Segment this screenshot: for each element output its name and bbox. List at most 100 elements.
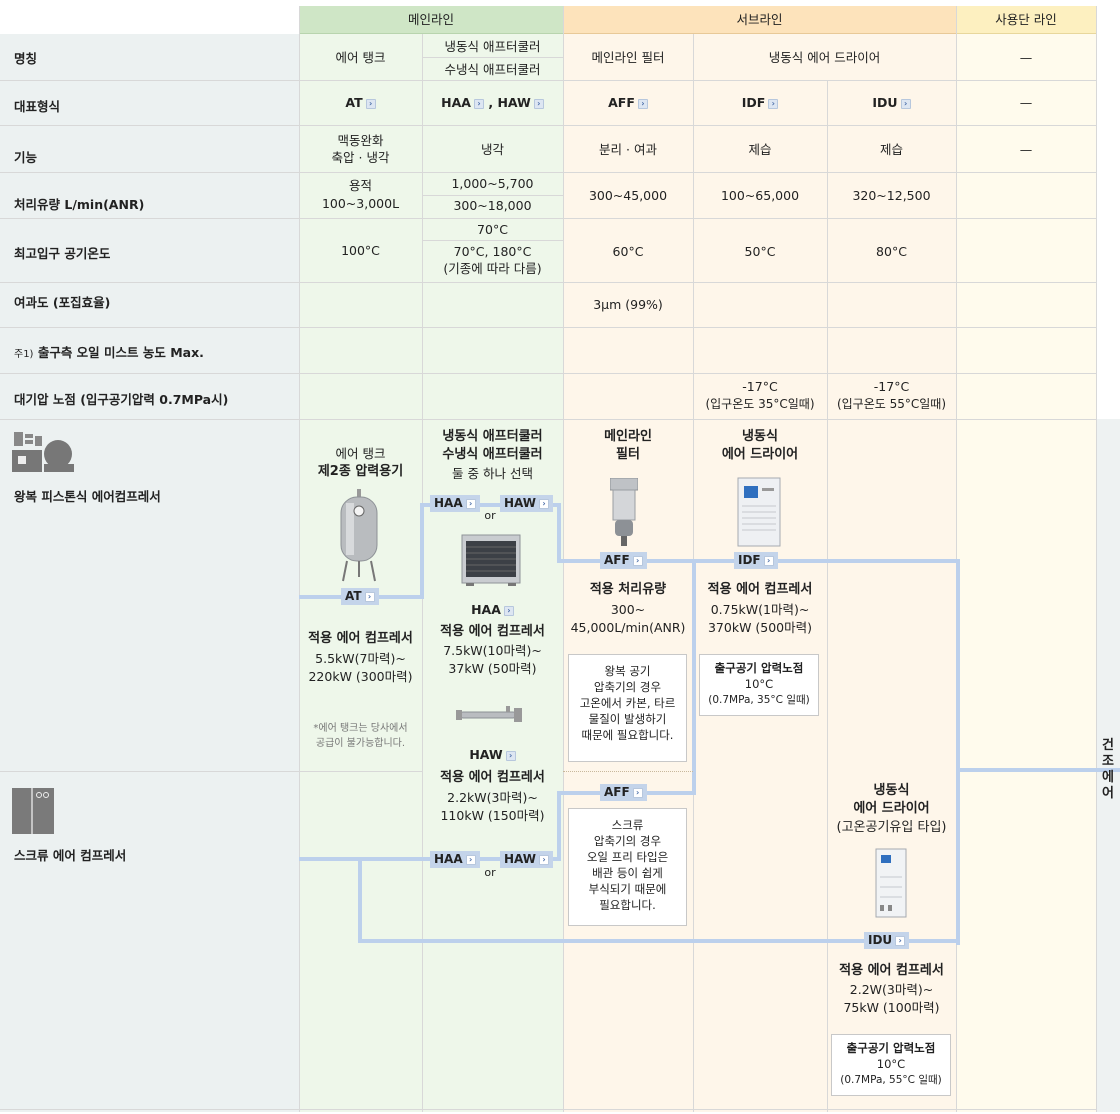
model-at-link[interactable]: AT› <box>299 94 422 111</box>
flow-idu: 320~12,500 <box>852 188 931 203</box>
haa-app-1: 7.5kW(10마력)~ <box>443 643 542 658</box>
haa-tag-top[interactable]: HAA› <box>430 495 480 512</box>
idf-note: 출구공기 압력노점 10°C (0.7MPa, 35°C 일때) <box>699 654 819 716</box>
aff-app-title: 적용 처리유량 <box>589 582 667 597</box>
tank-footnote-1: *에어 탱크는 당사에서 <box>313 723 408 734</box>
row-label-model: 대표형식 <box>14 99 61 114</box>
chevron-right-icon: › <box>900 99 911 109</box>
row-label-temp: 최고입구 공기온도 <box>14 246 111 261</box>
function-idf: 제습 <box>748 142 772 157</box>
chevron-right-icon: › <box>632 788 643 798</box>
row-label-function: 기능 <box>14 150 38 165</box>
idu-dryer-image <box>872 847 910 919</box>
model-enduse: — <box>1019 95 1033 110</box>
haa-cooler-image <box>460 531 522 587</box>
cooler-title-3: 둘 중 하나 선택 <box>452 466 533 481</box>
main-line-filter-image <box>609 477 639 546</box>
aff-app-2: 45,000L/min(ANR) <box>570 620 686 635</box>
idf-tag[interactable]: IDF› <box>734 552 778 569</box>
model-idu-link[interactable]: IDU› <box>827 94 956 111</box>
idu-title-3: (고온공기유입 타입) <box>836 820 947 835</box>
chevron-right-icon: › <box>473 99 484 109</box>
idf-app-title: 적용 에어 컴프레서 <box>707 582 813 597</box>
chevron-right-icon: › <box>505 751 516 761</box>
idu-title-2: 에어 드라이어 <box>853 801 930 816</box>
row-label-oil: 주1) 출구측 오일 미스트 농도 Max. <box>14 345 204 360</box>
function-tank-2: 축압 · 냉각 <box>331 150 390 165</box>
piston-compressor-label: 왕복 피스톤식 에어컴프레서 <box>14 489 161 504</box>
temp-tank: 100°C <box>341 243 380 258</box>
cooler-title-2: 수냉식 애프터쿨러 <box>442 447 543 462</box>
flow-tank-1: 용적 <box>348 178 372 193</box>
dew-idf-2: (입구온도 35°C일때) <box>705 397 815 411</box>
haa-label[interactable]: HAA› <box>422 601 563 618</box>
sub-header <box>563 6 956 34</box>
chevron-right-icon: › <box>637 99 648 109</box>
dew-idu-1: -17°C <box>873 379 910 394</box>
screw-note: 스크류 압축기의 경우 오일 프리 타입은 배관 등이 쉽게 부식되기 때문에 … <box>568 808 687 926</box>
label-column-bg <box>0 34 299 1112</box>
haa-app-title: 적용 에어 컴프레서 <box>440 624 545 639</box>
flow-idf: 100~65,000 <box>720 188 800 203</box>
idu-app-title: 적용 에어 컴프레서 <box>839 963 944 978</box>
tank-footnote-2: 공급이 불가능합니다. <box>315 738 406 749</box>
chevron-right-icon: › <box>533 99 544 109</box>
dryer-title-2: 에어 드라이어 <box>721 447 799 462</box>
tank-title-2: 제2종 압력용기 <box>317 464 404 479</box>
aff-tag-top[interactable]: AFF› <box>600 552 647 569</box>
chevron-right-icon: › <box>503 606 514 616</box>
flow-tank-2: 100~3,000L <box>321 196 400 211</box>
row-label-flow: 처리유량 L/min(ANR) <box>14 197 145 212</box>
aff-note: 왕복 공기 압축기의 경우 고온에서 카본, 타르 물질이 발생하기 때문에 필… <box>568 654 687 762</box>
main-header <box>299 6 563 34</box>
haw-app-title: 적용 에어 컴프레서 <box>440 770 545 785</box>
tank-app-title: 적용 에어 컴프레서 <box>308 631 413 646</box>
dryer-title-1: 냉동식 <box>742 429 778 444</box>
filter-title-2: 필터 <box>616 447 640 462</box>
chevron-right-icon: › <box>539 499 550 509</box>
temp-haw-1: 70°C, 180°C <box>453 244 532 259</box>
chevron-right-icon: › <box>465 855 476 865</box>
idu-title-1: 냉동식 <box>873 783 910 798</box>
screw-compressor-label: 스크류 에어 컴프레서 <box>14 848 127 863</box>
flow-haa: 1,000~5,700 <box>451 176 534 191</box>
chevron-right-icon: › <box>895 936 906 946</box>
haw-app-2: 110kW (150마력) <box>440 808 545 823</box>
temp-idf: 50°C <box>744 244 776 259</box>
haw-tag-bottom[interactable]: HAW› <box>500 851 554 868</box>
filtration-aff: 3μm (99%) <box>593 297 663 312</box>
temp-idu: 80°C <box>876 244 907 259</box>
temp-aff: 60°C <box>612 244 644 259</box>
or-top: or <box>484 509 496 522</box>
tank-app-1: 5.5kW(7마력)~ <box>315 651 406 666</box>
tank-title-1: 에어 탱크 <box>335 446 386 461</box>
flow-aff: 300~45,000 <box>588 188 668 203</box>
filter-title-1: 메인라인 <box>604 429 652 444</box>
header-sub-label: 서브라인 <box>736 12 783 27</box>
function-cooler: 냉각 <box>480 142 504 157</box>
temp-haa: 70°C <box>477 222 508 237</box>
function-idu: 제습 <box>879 142 903 157</box>
haw-label[interactable]: HAW› <box>422 746 563 763</box>
or-bottom: or <box>484 866 496 879</box>
idf-dryer-image <box>736 476 782 548</box>
chevron-right-icon: › <box>465 499 476 509</box>
temp-haw-2: (기종에 따라 다름) <box>443 261 542 276</box>
at-tag[interactable]: AT› <box>341 588 379 605</box>
aff-tag-bottom[interactable]: AFF› <box>600 784 647 801</box>
chevron-right-icon: › <box>632 556 643 566</box>
row-label-dew: 대기압 노점 (입구공기압력 0.7MPa시) <box>14 392 229 407</box>
haw-tag-top[interactable]: HAW› <box>500 495 554 512</box>
idu-tag[interactable]: IDU› <box>864 932 910 949</box>
header-main-label: 메인라인 <box>407 12 454 27</box>
name-enduse: — <box>1019 50 1033 65</box>
model-idf-link[interactable]: IDF› <box>693 94 827 111</box>
name-filter: 메인라인 필터 <box>591 50 665 65</box>
model-aff-link[interactable]: AFF› <box>563 94 693 111</box>
model-haa-haw-links[interactable]: HAA› , HAW› <box>422 94 563 111</box>
air-tank-image <box>338 489 380 585</box>
footnote-marker: 주1) <box>14 349 34 360</box>
dry-air-label: 건조에어 <box>1102 738 1114 801</box>
haa-tag-bottom[interactable]: HAA› <box>430 851 480 868</box>
header-enduse-label: 사용단 라인 <box>995 12 1057 27</box>
